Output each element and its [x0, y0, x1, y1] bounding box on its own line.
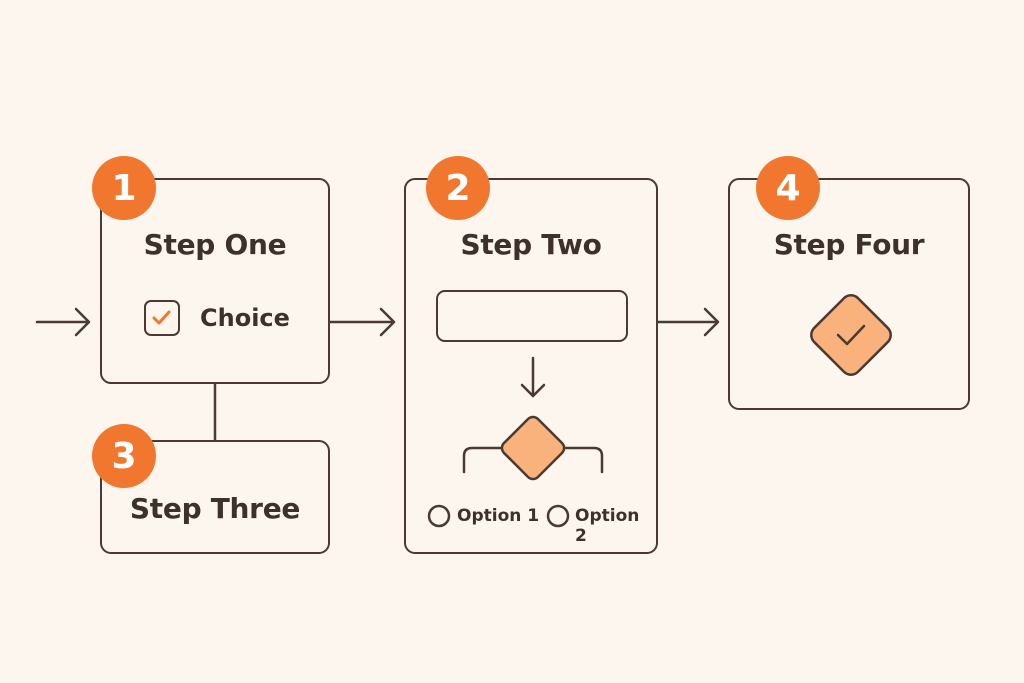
option-1-label: Option 1 [457, 506, 540, 526]
step-four-badge: 4 [756, 156, 820, 220]
step-four-title: Step Four [773, 228, 925, 261]
option-2-label: Option 2 [575, 506, 640, 546]
decision-diamond [500, 415, 566, 481]
step-two-title: Step Two [460, 228, 602, 261]
completion-diamond-shape [810, 294, 892, 376]
step-four-box: Step Four [728, 178, 970, 410]
step-one-title: Step One [143, 228, 287, 261]
step-two-branch [427, 356, 604, 528]
step-two-input[interactable] [436, 290, 628, 342]
arrow-step2-to-step4 [656, 307, 720, 337]
step-one-box: Step One Choice [100, 178, 330, 384]
down-arrow-icon [520, 356, 546, 398]
choice-checkbox[interactable] [144, 300, 180, 336]
step-two-badge: 2 [426, 156, 490, 220]
left-branch-bracket [462, 446, 504, 474]
step-three-badge: 3 [92, 424, 156, 488]
check-icon [152, 310, 171, 325]
right-branch-bracket [562, 446, 604, 474]
option-2-radio[interactable] [546, 504, 570, 528]
entry-arrow [35, 307, 91, 337]
checkmark-icon [836, 324, 866, 346]
step-one-badge: 1 [92, 156, 156, 220]
step-three-title: Step Three [129, 492, 301, 525]
choice-label: Choice [200, 304, 290, 332]
option-1-radio[interactable] [427, 504, 451, 528]
step-three-box: Step Three [100, 440, 330, 554]
arrow-step1-to-step2 [328, 307, 396, 337]
step-two-box: Step Two Option 1 Option 2 [404, 178, 658, 554]
completion-diamond [810, 294, 892, 376]
